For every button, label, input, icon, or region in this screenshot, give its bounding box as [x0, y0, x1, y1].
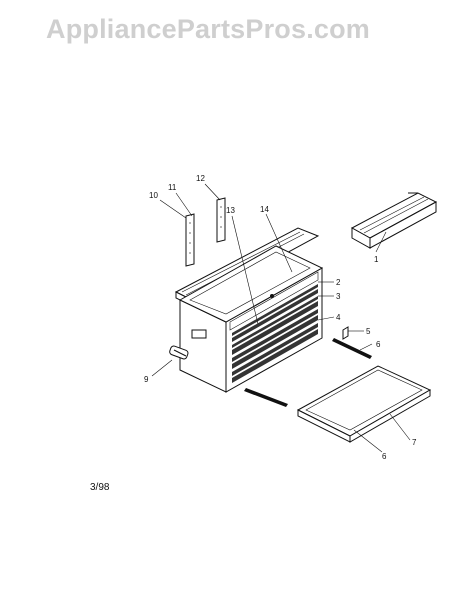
side-handle [191, 329, 207, 339]
callout-1: 1 [374, 255, 379, 264]
hinge-strip-10-11 [185, 213, 195, 267]
lock-part-13 [270, 294, 274, 298]
callout-2: 2 [336, 278, 341, 287]
callout-10: 10 [149, 191, 158, 200]
hinge-strip-12 [216, 197, 226, 243]
callout-3: 3 [336, 292, 341, 301]
handle-part-9 [169, 345, 189, 360]
callout-6-bottom: 6 [382, 452, 387, 461]
top-tray-part-1 [350, 192, 438, 249]
callout-4: 4 [336, 313, 341, 322]
watermark-text: AppliancePartsPros.com [46, 14, 371, 44]
callout-9: 9 [144, 375, 149, 384]
callout-14: 14 [260, 205, 269, 214]
callout-11: 11 [168, 183, 177, 192]
drawer-fronts [232, 284, 318, 383]
date-code: 3/98 [90, 482, 110, 493]
callout-7: 7 [412, 438, 417, 447]
slide-bracket-part-5 [342, 326, 349, 340]
callout-6-right: 6 [376, 340, 381, 349]
leader-lines [151, 183, 411, 453]
drawer-slide-part-6-right [332, 338, 372, 359]
callout-12: 12 [196, 174, 205, 183]
drawer-slide-lower [244, 388, 288, 407]
callout-labels: 10 11 12 13 14 1 2 3 4 5 6 9 7 6 [144, 174, 417, 461]
callout-13: 13 [226, 206, 235, 215]
callout-5: 5 [366, 327, 371, 336]
drawer-tray-part-7 [296, 365, 432, 443]
